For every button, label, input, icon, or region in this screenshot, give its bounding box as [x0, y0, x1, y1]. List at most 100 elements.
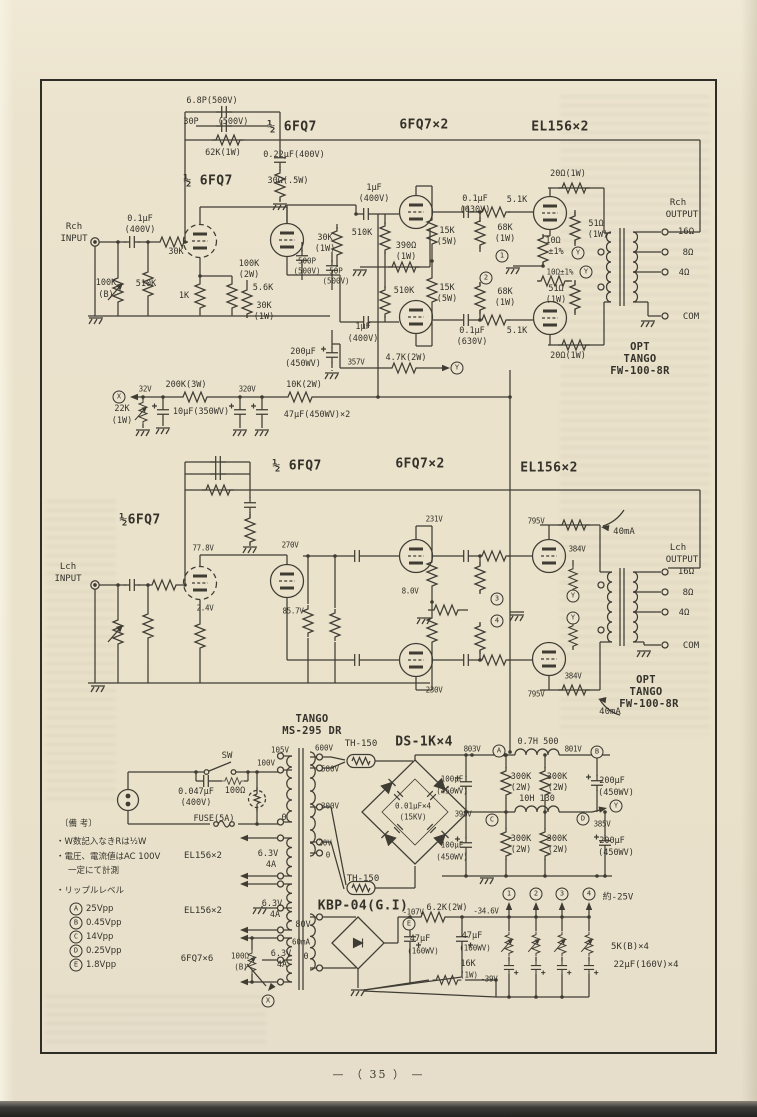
note-label: 0.45Vpp	[86, 918, 122, 928]
part-label: (1W)	[395, 252, 417, 262]
voltage-label: -107V	[402, 907, 424, 917]
part-label: 0.1µF	[462, 194, 488, 204]
part-label: (400V)	[347, 334, 379, 344]
ink-bleedthrough	[560, 95, 710, 735]
note-label: ・W数記入なきRは½W	[56, 837, 147, 847]
terminal-label: 8Ω	[682, 588, 694, 598]
part-label: (400V)	[124, 225, 156, 235]
voltage-label: 320V	[238, 384, 256, 394]
terminal-label: Rch	[669, 198, 687, 208]
terminal-label: 約-25V	[602, 892, 634, 903]
note-label: 1.8Vpp	[86, 960, 117, 970]
terminal-label: OUTPUT	[665, 210, 699, 220]
part-label: 1µF	[355, 322, 371, 332]
part-label: 100µF	[440, 840, 464, 850]
badge-label: X	[261, 994, 275, 1008]
part-label: 6.3V	[257, 849, 279, 859]
badge-label: E	[402, 917, 416, 931]
part-label: 5.6K	[252, 283, 274, 293]
part-label: 4.7K(2W)	[385, 353, 427, 363]
terminal-label: 8Ω	[682, 248, 694, 258]
header-label: 6FQ7×2	[399, 117, 449, 133]
ink-bleedthrough	[46, 995, 266, 1045]
terminal-label: INPUT	[54, 574, 82, 584]
part-label: 0	[303, 952, 309, 962]
part-label: (1W)	[494, 298, 516, 308]
header-label: OPT	[636, 674, 656, 686]
part-label: (1W)	[459, 970, 479, 980]
part-label: (630V)	[456, 337, 488, 347]
part-label: 1µF	[366, 183, 382, 193]
part-label: 4A	[265, 860, 277, 870]
header-label: ½6FQ7	[119, 512, 161, 528]
part-label: 4A	[276, 960, 288, 970]
part-label: TH-150	[344, 739, 378, 749]
header-label: FW-100-8R	[619, 698, 679, 710]
part-label: (2W)	[547, 783, 569, 793]
next-page-edge	[0, 1101, 757, 1117]
badge-label: X	[112, 390, 126, 404]
header-label: MS-295 DR	[282, 725, 342, 737]
part-label: 80V	[295, 920, 311, 930]
terminal-label: Rch	[65, 222, 83, 232]
badge-label: Y	[566, 611, 580, 625]
part-label: 200K(3W)	[165, 380, 207, 390]
note-label: 0.25Vpp	[86, 946, 122, 956]
part-label: 200µF	[290, 347, 316, 357]
part-label: 30P	[183, 117, 199, 127]
part-label: 510K	[393, 286, 415, 296]
part-label: 510K	[135, 279, 157, 289]
part-label: (B)	[234, 962, 248, 972]
part-label: 10Ω	[545, 236, 561, 246]
part-label: 6.3V	[270, 949, 292, 959]
terminal-label: 40mA	[599, 707, 621, 717]
voltage-label: 32V	[138, 384, 152, 394]
part-label: (15KV)	[399, 812, 427, 822]
part-label: 200µF	[599, 776, 625, 786]
part-label: 200µF	[599, 836, 625, 846]
voltage-label: 384V	[568, 544, 586, 554]
badge-label: 2	[529, 887, 543, 901]
part-label: SW	[221, 751, 233, 761]
part-label: 1K	[178, 291, 190, 301]
header-label: ½ 6FQ7	[183, 173, 233, 189]
part-label: 500P	[297, 256, 317, 266]
part-label: 4A	[269, 910, 281, 920]
schematic-border	[40, 79, 717, 1054]
voltage-label: 77.8V	[192, 543, 214, 553]
part-label: (2W)	[510, 845, 532, 855]
header-label: 6FQ7×2	[395, 456, 445, 472]
badge-label: 1	[495, 249, 509, 263]
part-label: 6.8P(500V)	[186, 96, 238, 106]
part-label: 5.1K	[506, 195, 528, 205]
part-label: 300V	[320, 801, 340, 811]
voltage-label: 270V	[281, 540, 299, 550]
badge-label: 2	[479, 271, 493, 285]
part-label: 105V	[270, 745, 290, 755]
terminal-label: 4Ω	[678, 268, 690, 278]
note-label: 〔備 考〕	[60, 819, 97, 829]
part-label: 100V	[256, 758, 276, 768]
part-label: 30K	[256, 301, 272, 311]
part-label: (450WV)	[285, 359, 321, 369]
part-label: 100µF	[440, 774, 464, 784]
header-label: TANGO	[623, 353, 657, 365]
badge-label: 4	[490, 614, 504, 628]
part-label: 47µF	[409, 934, 431, 944]
part-label: (450WV)	[598, 788, 634, 798]
badge-label: E	[69, 958, 83, 972]
voltage-label: 8.0V	[401, 586, 419, 596]
part-label: 16K	[460, 959, 476, 969]
voltage-label: 801V	[564, 744, 582, 754]
part-label: FUSE(5A)	[193, 814, 235, 824]
badge-label: 3	[555, 887, 569, 901]
part-label: 6.3V	[261, 899, 283, 909]
part-label: 20Ω(1W)	[550, 351, 586, 361]
voltage-label: 398V	[454, 809, 472, 819]
part-label: 5.1K	[506, 326, 528, 336]
voltage-label: 231V	[425, 514, 443, 524]
part-label: (1W)	[111, 416, 133, 426]
part-label: 50P	[329, 266, 343, 276]
part-label: 0.047µF	[178, 787, 214, 797]
